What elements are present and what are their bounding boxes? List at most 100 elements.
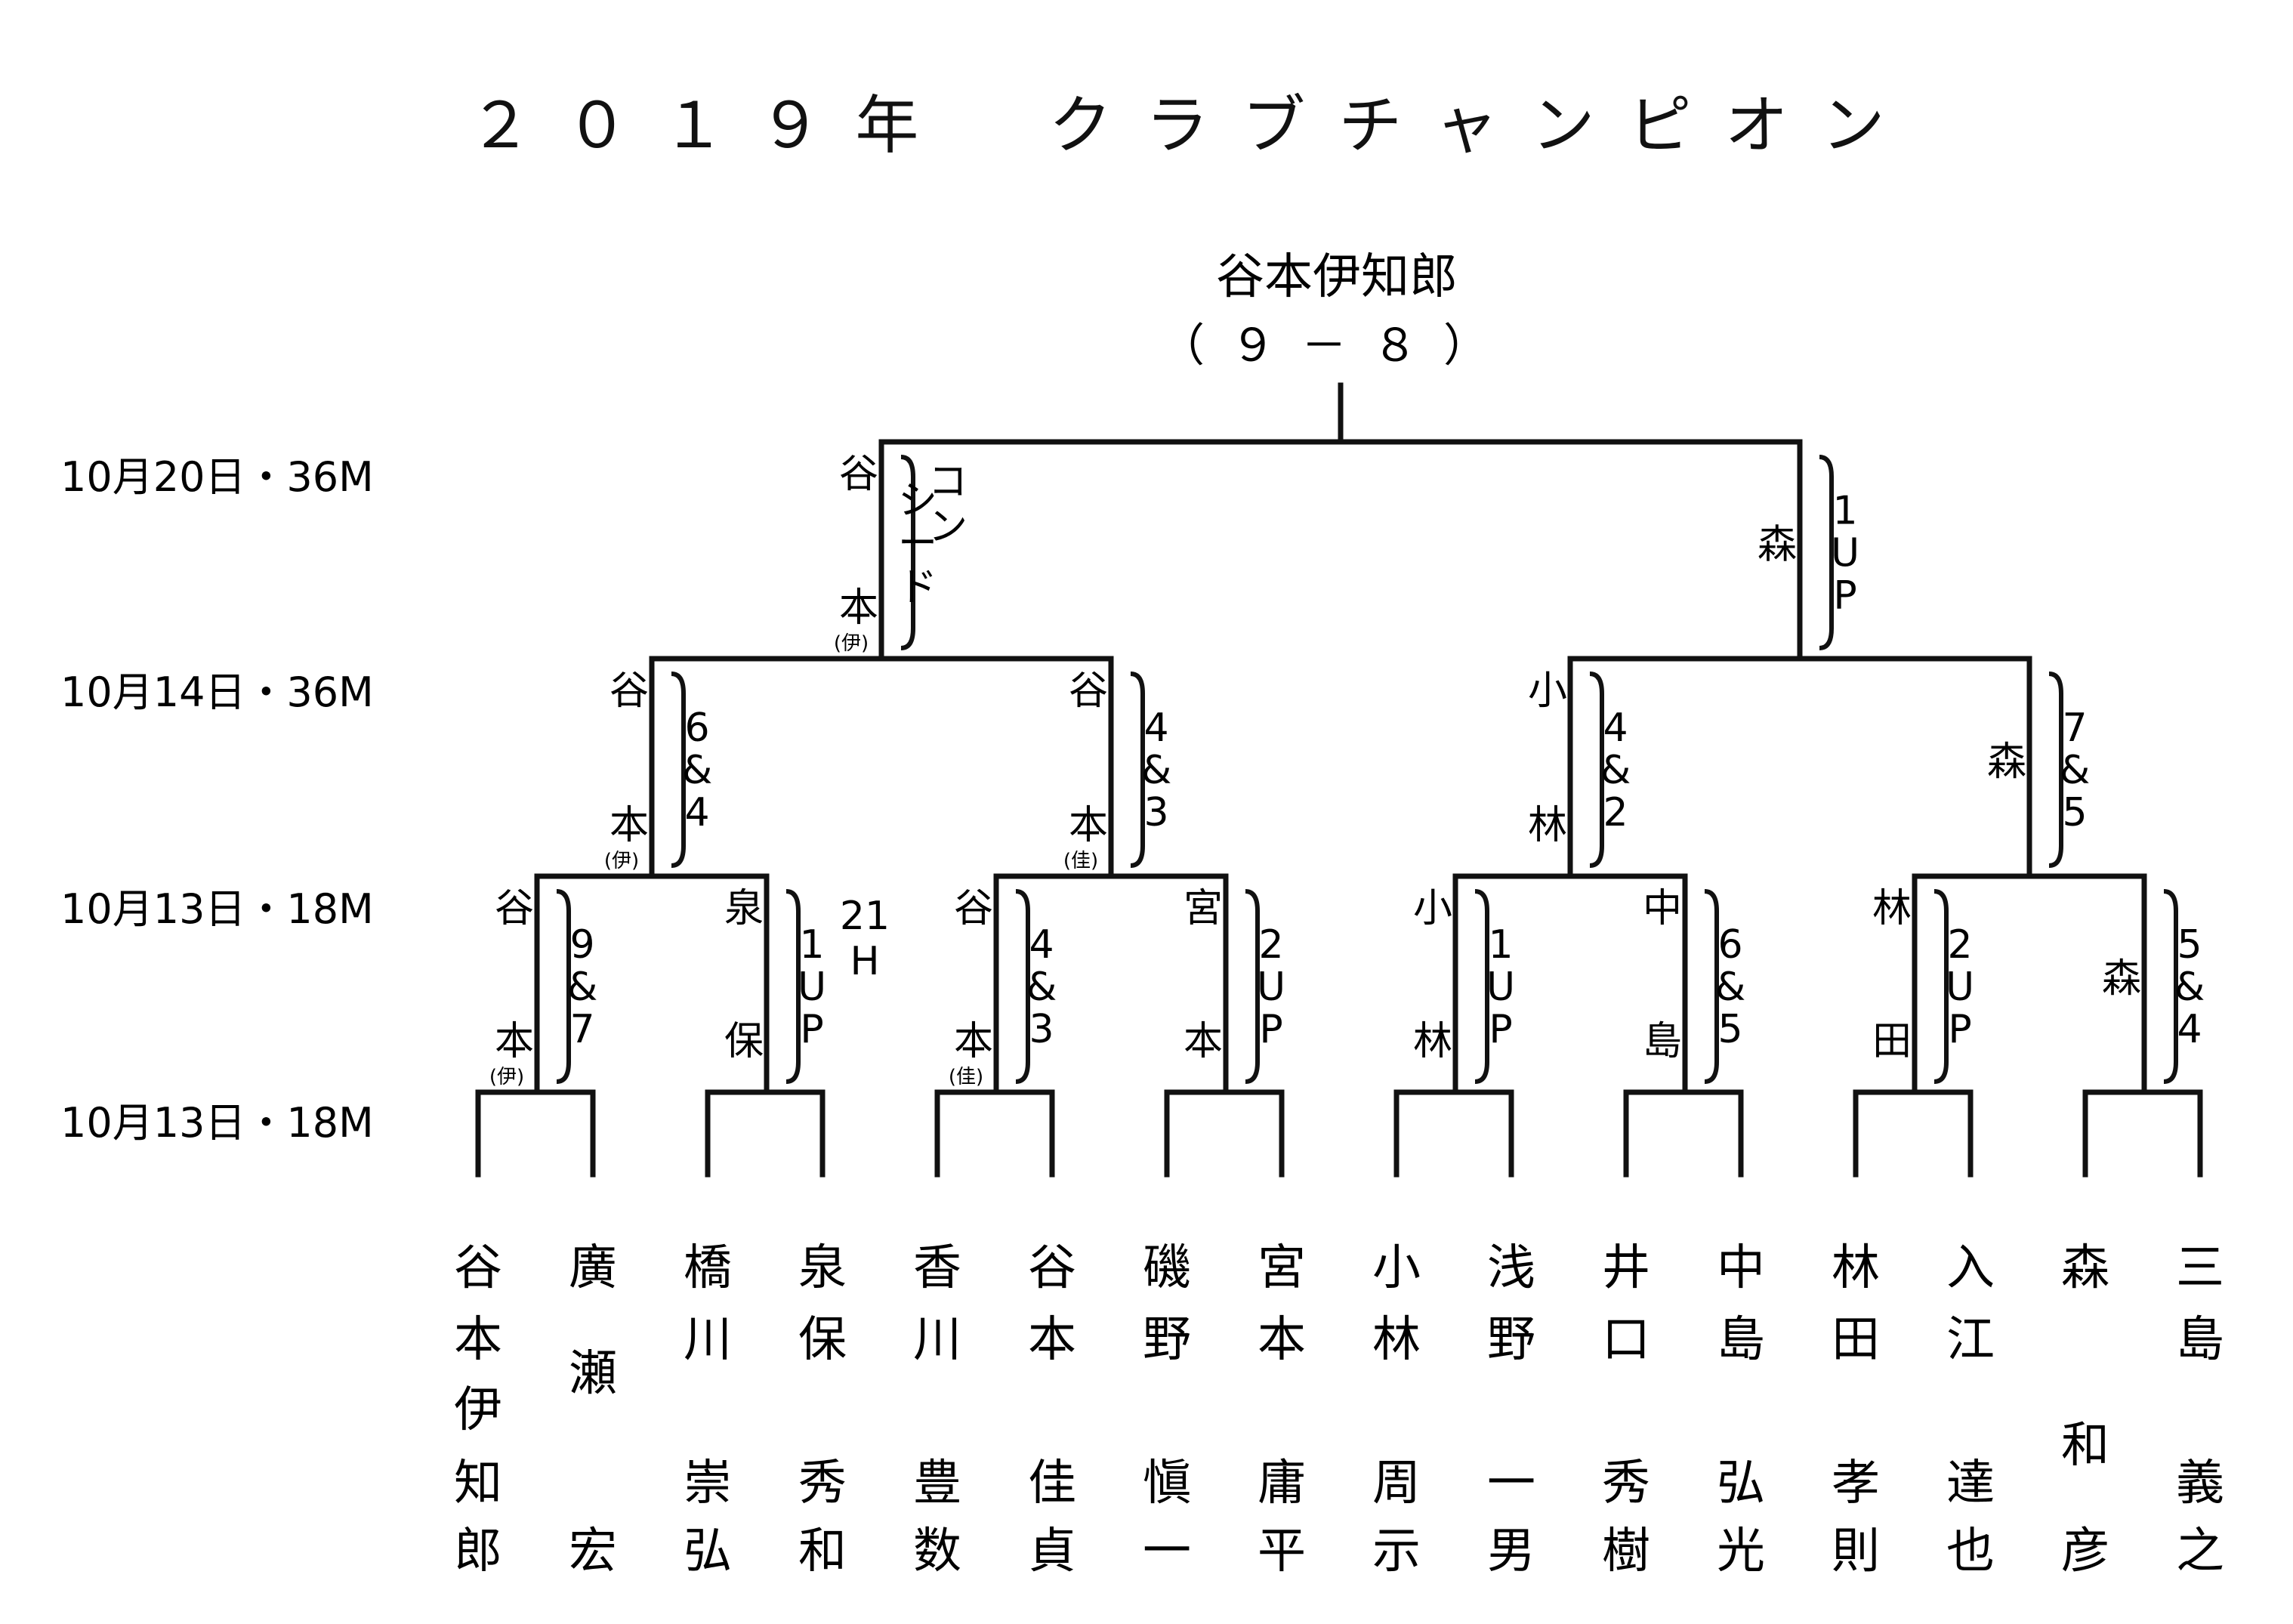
match-score: & [567,965,598,1010]
match-score: 1 [1488,922,1513,968]
match-winner: 泉 [724,886,764,931]
match-winner: 谷 [495,886,534,931]
player-name: 佳 [1028,1456,1076,1511]
player-name: 小 [1372,1240,1421,1296]
player-name: 廣 [569,1240,617,1296]
match-score: ー [898,521,937,567]
player-name: 本 [454,1312,502,1368]
round-date-label: 10月20日・36M [60,453,374,501]
match-winner: 森 [1758,523,1797,568]
match-winner: 本 [1184,1019,1223,1064]
score-bracket [671,672,686,868]
player-name: 谷 [1028,1240,1076,1296]
match-winner: 谷 [1069,668,1108,714]
round-date-label: 10月13日・18M [60,1099,374,1147]
player-name: 達 [1946,1456,1995,1511]
player-name: 周 [1372,1456,1421,1511]
match-score: & [1026,965,1057,1010]
match-winner: 本 [954,1019,993,1064]
match-score: 2 [1258,922,1283,968]
player-name: 崇 [684,1456,732,1511]
match-winner: 宮 [1184,886,1223,931]
match-score: 6 [1717,922,1742,968]
match-winner: 谷 [839,452,878,497]
match-score: 1 [1832,489,1857,534]
player-name: 一 [1487,1456,1535,1511]
match-winner: 小 [1413,886,1452,931]
player-name: 香 [913,1240,961,1296]
match-score: P [800,1007,823,1052]
player-name: 伊 [454,1382,502,1438]
score-bracket [1474,889,1489,1084]
match-winner: 林 [1872,886,1912,931]
match-score: コ [928,459,968,505]
player-name: 口 [1602,1312,1650,1368]
match-winner: 保 [724,1019,764,1064]
match-winner: 本 [839,585,878,631]
player-name: 島 [1717,1312,1765,1368]
match-score: & [2174,965,2205,1010]
match-winner-note: (佳) [949,1066,983,1088]
score-bracket [1245,889,1260,1084]
match-winner: 森 [2102,956,2141,1002]
player-name: 秀 [798,1456,847,1511]
match-score: & [2060,748,2091,793]
match-winner: 谷 [954,886,993,931]
match-score: 2 [1947,922,1972,968]
player-name: 彦 [2061,1524,2109,1579]
match-score: 7 [2062,705,2087,751]
player-name: 弘 [1717,1456,1765,1511]
match-winner-note: (伊) [604,850,639,872]
round-date-label: 10月14日・36M [60,668,374,716]
score-bracket [1933,889,1949,1084]
player-name: 入 [1946,1240,1995,1296]
match-score: 5 [2177,922,2202,968]
player-name: 江 [1946,1312,1995,1368]
player-name: 保 [798,1312,847,1368]
player-name: 島 [2176,1312,2224,1368]
score-bracket [556,889,571,1084]
player-name: 郎 [454,1524,502,1579]
player-name: 三 [2176,1240,2224,1296]
match-score: 2 [1603,790,1628,835]
player-name: 光 [1717,1524,1765,1579]
player-name: 庸 [1258,1456,1306,1511]
match-score: 4 [2177,1007,2202,1052]
match-score: U [1257,965,1285,1010]
player-name: 中 [1717,1240,1765,1296]
score-bracket [900,455,915,650]
match-score: & [1141,748,1172,793]
match-winner: 小 [1528,668,1567,714]
match-score: 5 [1717,1007,1742,1052]
match-score: 3 [1029,1007,1054,1052]
score-bracket [1704,889,1719,1084]
match-extra: H [850,939,879,984]
player-name: 野 [1487,1312,1535,1368]
match-score: 4 [1603,705,1628,751]
match-winner: 田 [1872,1019,1912,1064]
player-name: 泉 [798,1240,847,1296]
player-name: 林 [1832,1240,1880,1296]
player-name: 川 [913,1312,961,1368]
match-winner-note: (伊) [489,1066,524,1088]
player-name: 男 [1487,1524,1535,1579]
match-score: 1 [799,922,824,968]
match-winner: 林 [1528,803,1567,848]
match-winner: 林 [1413,1019,1452,1064]
match-score: 9 [569,922,594,968]
final-score: （９－８） [1159,320,1514,372]
bracket-lines [475,382,2203,1178]
match-winner: 本 [610,803,649,848]
player-name: 之 [2176,1524,2224,1579]
player-name: 平 [1258,1524,1306,1579]
player-name: 本 [1028,1312,1076,1368]
player-name: 浅 [1487,1240,1535,1296]
player-name: 則 [1832,1524,1880,1579]
match-winner-note: (伊) [834,632,869,655]
match-score: P [1259,1007,1282,1052]
match-score: 4 [684,790,709,835]
match-score: 4 [1029,922,1054,968]
match-score: U [1831,531,1859,576]
player-name: 野 [1143,1312,1191,1368]
player-name: 秀 [1602,1456,1650,1511]
